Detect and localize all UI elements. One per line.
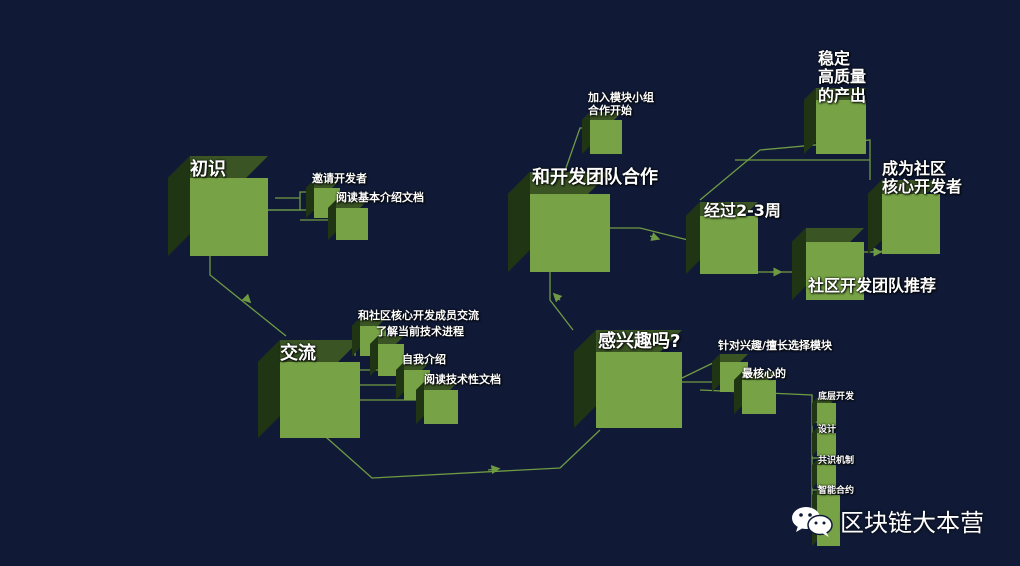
node-team-coop — [508, 172, 610, 272]
label-after-weeks: 经过2-3周 — [704, 201, 781, 220]
node-interest — [574, 330, 682, 428]
node-read-tech — [416, 382, 458, 424]
node-recommend — [792, 228, 864, 300]
label-join-group: 加入模块小组 合作开始 — [588, 91, 654, 117]
label-recommend: 社区开发团队推荐 — [808, 276, 937, 295]
label-consensus: 共识机制 — [818, 456, 855, 466]
label-read-basic: 阅读基本介绍文档 — [336, 191, 424, 204]
node-learn-progress — [370, 336, 404, 376]
label-core-one: 最核心的 — [742, 367, 786, 380]
label-interest: 感兴趣吗? — [598, 331, 681, 352]
node-become-core — [868, 180, 940, 254]
node-bottom-dev — [812, 398, 836, 426]
label-team-coop: 和开发团队合作 — [532, 167, 658, 188]
label-invite: 邀请开发者 — [312, 172, 367, 185]
node-after-weeks — [686, 202, 758, 274]
wechat-icon — [792, 506, 833, 537]
label-stable-output: 稳定 高质量 的产出 — [818, 49, 867, 105]
label-talk-core: 和社区核心开发成员交流 — [358, 309, 479, 322]
label-jiaoliu: 交流 — [280, 343, 316, 364]
label-read-tech: 阅读技术性文档 — [424, 373, 501, 386]
watermark-text: 区块链大本营 — [840, 509, 984, 537]
label-self-intro: 自我介绍 — [402, 353, 446, 366]
label-learn-progress: 了解当前技术进程 — [376, 325, 464, 338]
label-design: 设计 — [818, 425, 837, 435]
label-smart-contract: 智能合约 — [818, 486, 855, 496]
node-chushi — [168, 156, 268, 256]
node-join-group — [582, 112, 622, 154]
label-choose-module: 针对兴趣/擅长选择模块 — [718, 339, 833, 352]
node-consensus — [812, 460, 836, 488]
label-become-core: 成为社区 核心开发者 — [882, 159, 963, 197]
node-core-one — [734, 372, 776, 414]
node-jiaoliu — [258, 340, 360, 438]
label-chushi: 初识 — [190, 159, 226, 180]
node-design — [812, 428, 836, 456]
watermark: 区块链大本营 — [790, 503, 984, 538]
label-bottom-dev: 底层开发 — [818, 392, 855, 402]
node-read-basic — [328, 200, 368, 240]
node-stable-output — [804, 88, 866, 154]
